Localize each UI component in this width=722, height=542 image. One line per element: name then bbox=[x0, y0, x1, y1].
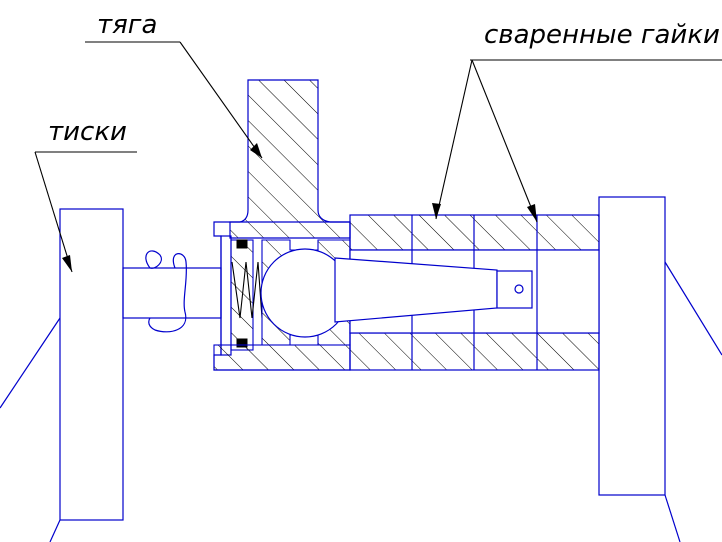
rod bbox=[229, 79, 351, 239]
right-vise-leader-line bbox=[664, 261, 722, 356]
left-vise-leader-line bbox=[0, 317, 61, 409]
rod-callout: тяга bbox=[85, 10, 263, 159]
welded-nuts-label: сваренные гайки bbox=[484, 20, 720, 50]
vise-callout: тиски bbox=[34, 117, 137, 273]
threaded-stud bbox=[122, 250, 222, 333]
right-vise-bottom-line bbox=[664, 494, 681, 542]
right-vise-jaw bbox=[598, 196, 666, 496]
left-vise-bottom-line bbox=[49, 519, 61, 542]
vise-label: тиски bbox=[48, 117, 127, 147]
left-vise-jaw bbox=[59, 208, 124, 521]
rod-label: тяга bbox=[97, 10, 157, 40]
welded-nuts-callout: сваренные гайки bbox=[432, 20, 722, 223]
housing bbox=[213, 221, 351, 371]
tapered-pin bbox=[334, 257, 533, 323]
spring bbox=[231, 261, 263, 319]
